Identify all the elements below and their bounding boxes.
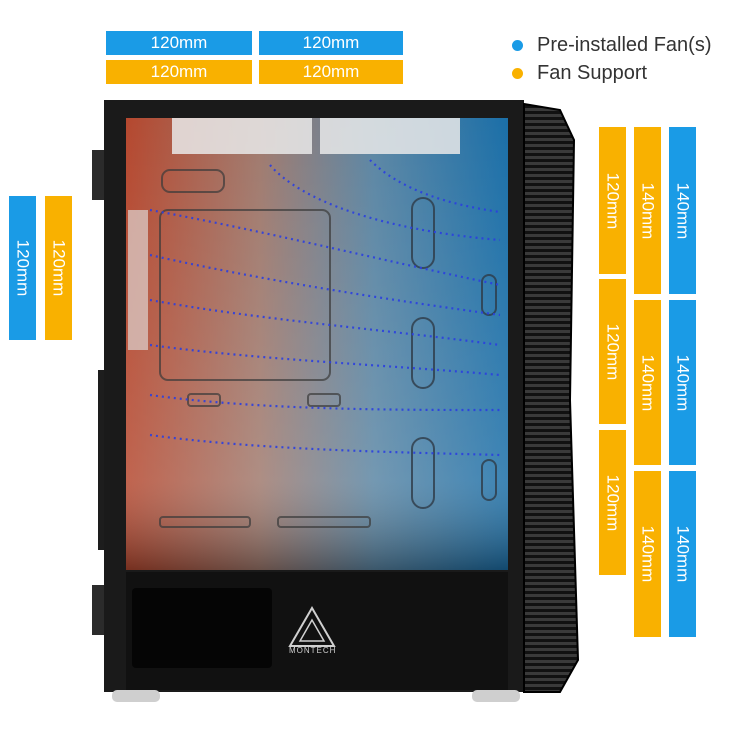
front-preinstalled-140-tag-2: 140mm [669, 300, 696, 465]
rear-preinstalled-tag: 120mm [9, 196, 36, 340]
front-support-120-tag-2: 120mm [599, 279, 626, 424]
legend-support-label: Fan Support [537, 62, 648, 84]
blue-dot-icon [512, 40, 523, 51]
front-support-140-tag-3: 140mm [634, 471, 661, 637]
front-support-140-tag-2: 140mm [634, 300, 661, 465]
front-support-140-tag-1: 140mm [634, 127, 661, 294]
front-preinstalled-140-tag-1: 140mm [669, 127, 696, 294]
top-support-tag-2: 120mm [259, 60, 403, 84]
front-preinstalled-140-tag-3: 140mm [669, 471, 696, 637]
front-support-120-tag-1: 120mm [599, 127, 626, 274]
brand-logo-text: MONTECH [289, 646, 337, 655]
top-preinstalled-tag-2: 120mm [259, 31, 403, 55]
top-preinstalled-tag-1: 120mm [106, 31, 252, 55]
yellow-dot-icon [512, 68, 523, 79]
legend-support: Fan Support [512, 62, 647, 85]
legend-preinstalled: Pre-installed Fan(s) [512, 34, 712, 57]
top-support-tag-1: 120mm [106, 60, 252, 84]
legend-preinstalled-label: Pre-installed Fan(s) [537, 34, 712, 56]
pc-case-image [92, 100, 580, 702]
rear-support-tag: 120mm [45, 196, 72, 340]
front-support-120-tag-3: 120mm [599, 430, 626, 575]
